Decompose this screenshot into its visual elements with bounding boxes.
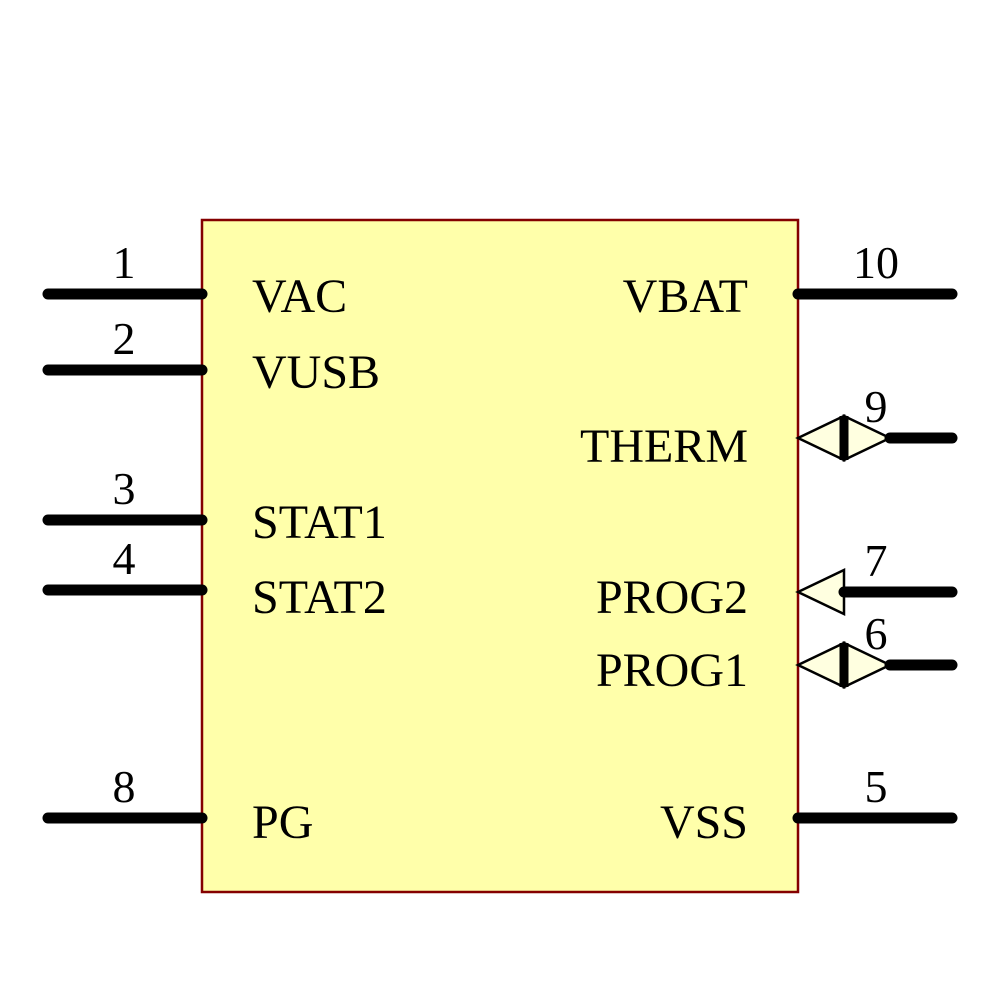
pin-label-therm: THERM [580, 420, 748, 473]
pin-label-vac: VAC [252, 270, 347, 323]
pin-label-prog1: PROG1 [596, 644, 748, 697]
pin-label-vss: VSS [660, 796, 748, 849]
pin-label-vusb: VUSB [252, 346, 380, 399]
pin-number-3: 3 [113, 463, 136, 514]
pin-number-10: 10 [853, 237, 899, 288]
pin-number-8: 8 [113, 761, 136, 812]
pin-label-prog2: PROG2 [596, 571, 748, 624]
pin-label-pg: PG [252, 796, 313, 849]
ic-body-rect[interactable] [200, 218, 800, 894]
pin-number-5: 5 [865, 761, 888, 812]
pin-number-9: 9 [865, 381, 888, 432]
pin-label-stat1: STAT1 [252, 496, 387, 549]
ic-body[interactable] [200, 218, 800, 894]
pin-marker-input [795, 568, 846, 616]
pin-number-1: 1 [113, 237, 136, 288]
pin-number-2: 2 [113, 313, 136, 364]
pin-marker-bidirectional-in [795, 641, 846, 689]
pin-number-4: 4 [113, 533, 136, 584]
pin-label-vbat: VBAT [623, 270, 748, 323]
pin-label-stat2: STAT2 [252, 571, 387, 624]
pin-number-6: 6 [865, 608, 888, 659]
pin-marker-bidirectional-in [795, 414, 846, 462]
pin-number-7: 7 [865, 535, 888, 586]
